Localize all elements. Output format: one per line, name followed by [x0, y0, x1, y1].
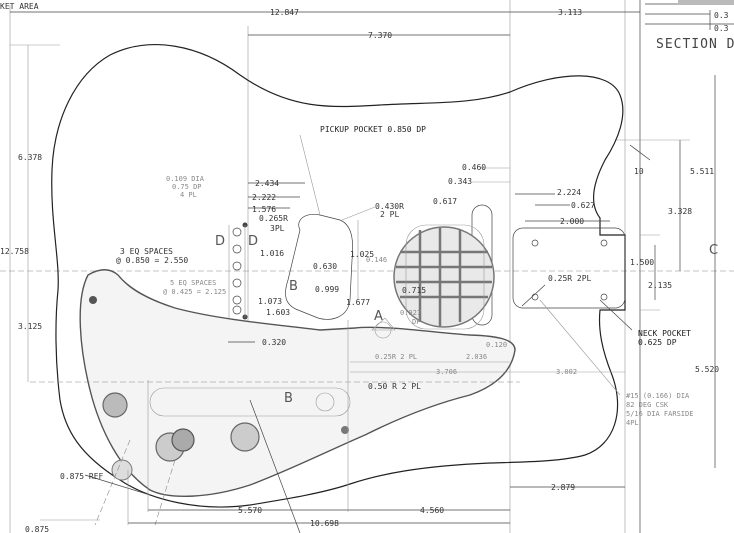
screw-note-3: 5/16 DIA FARSIDE — [626, 410, 693, 418]
dim-2036: 2.036 — [466, 353, 487, 361]
eq5-note-2: @ 0.425 = 2.125 — [163, 288, 226, 296]
bottom-dimensions: 0.875 REF 0.875 5.570 4.560 10.698 2.879 — [25, 320, 625, 533]
eq3-note-1: 3 EQ SPACES — [120, 247, 173, 256]
neck-pocket-label-1: NECK POCKET — [638, 329, 691, 338]
letter-c: C — [709, 243, 718, 258]
dim-0715: 0.715 — [402, 286, 426, 295]
dim-050r-2pl: 0.50 R 2 PL — [368, 382, 421, 391]
holes-note-1: 0.109 DIA — [166, 175, 205, 183]
eq5-note-1: 5 EQ SPACES — [170, 279, 216, 287]
holes-note-2: 0.75 DP — [172, 183, 202, 191]
control-knobs — [89, 296, 349, 526]
dim-5570: 5.570 — [238, 506, 262, 515]
dim-2222: 2.222 — [252, 193, 276, 202]
dim-0320: 0.320 — [262, 338, 286, 347]
dim-dp: DP — [412, 318, 420, 326]
dim-1603: 1.603 — [266, 308, 290, 317]
letter-b-2: B — [284, 391, 293, 406]
dim-0265r: 0.265R — [259, 214, 288, 223]
pickup-pocket-label: PICKUP POCKET 0.850 DP — [320, 125, 426, 134]
dim-1025: 1.025 — [350, 250, 374, 259]
pickup-grid: 0.715 0.927 DP — [393, 224, 495, 330]
dim-0630: 0.630 — [313, 262, 337, 271]
dim-0430r: 0.430R — [375, 202, 404, 211]
dim-2135: 2.135 — [648, 281, 672, 290]
dim-0120: 0.120 — [486, 341, 507, 349]
body-outline — [51, 44, 626, 508]
neck-pocket: 1.500 2.135 2.000 2.224 0.627 0.25R 2PL … — [512, 188, 693, 427]
section-label: SECTION D — [656, 37, 734, 52]
dim-12847: 12.847 — [270, 8, 299, 17]
left-dimensions: 6.378 12.758 3.125 — [0, 44, 60, 382]
section-dim-1: 0.3 — [714, 11, 729, 20]
eq3-note-2: @ 0.850 = 2.550 — [116, 256, 188, 265]
dim-2434: 2.434 — [255, 179, 279, 188]
screw-note-2: 82 DEG CSK — [626, 401, 669, 409]
lower-dimensions: A 0.25R 2 PL 2.036 3.706 3.002 0.50 R 2 … — [30, 309, 625, 417]
dim-6378: 6.378 — [18, 153, 42, 162]
dim-2879: 2.879 — [551, 483, 575, 492]
dim-3pl: 3PL — [270, 224, 285, 233]
dim-0875: 0.875 — [25, 525, 49, 533]
letter-d-1: D — [215, 234, 225, 249]
dim-2pl: 2 PL — [380, 210, 399, 219]
letter-d-2: D — [248, 234, 258, 249]
holes-note-3: 4 PL — [180, 191, 197, 199]
top-dimensions: 12.847 3.113 7.370 — [10, 8, 640, 40]
dim-3113: 3.113 — [558, 8, 582, 17]
dim-0627: 0.627 — [571, 201, 595, 210]
dim-5520: 5.520 — [695, 365, 719, 374]
letter-b-1: B — [289, 279, 298, 294]
screw-note-1: #15 (0.166) DIA — [626, 392, 690, 400]
bridge-holes: D D 0.109 DIA 0.75 DP 4 PL 3 EQ SPACES @… — [116, 175, 290, 347]
section-dim-2: 0.3 — [714, 24, 729, 33]
dim-0875-ref: 0.875 REF — [60, 472, 104, 481]
dim-1016: 1.016 — [260, 249, 284, 258]
dim-1576: 1.576 — [252, 205, 276, 214]
dim-025r-2pl: 0.25R 2 PL — [375, 353, 417, 361]
dim-0617: 0.617 — [433, 197, 457, 206]
dim-4560: 4.560 — [420, 506, 444, 515]
dim-1500: 1.500 — [630, 258, 654, 267]
dim-7370: 7.370 — [368, 31, 392, 40]
dim-3328: 3.328 — [668, 207, 692, 216]
neck-pocket-label-2: 0.625 DP — [638, 338, 677, 347]
dim-025r-2pl-b: 0.25R 2PL — [548, 274, 592, 283]
bridge-pickup-pocket: PICKUP POCKET 0.850 DP 0.265R 3PL 0.430R… — [248, 125, 426, 320]
screw-note-4: 4PL — [626, 419, 639, 427]
dim-2224: 2.224 — [557, 188, 581, 197]
title-fragment: KET AREA — [0, 2, 39, 11]
dim-10-deg: 10 — [634, 167, 644, 176]
dim-10698: 10.698 — [310, 519, 339, 528]
dim-0999: 0.999 — [315, 285, 339, 294]
dim-3002: 3.002 — [556, 368, 577, 376]
dim-0146: 0.146 — [366, 256, 387, 264]
dim-2000: 2.000 — [560, 217, 584, 226]
dim-5511: 5.511 — [690, 167, 714, 176]
letter-a: A — [374, 309, 383, 324]
dim-0460: 0.460 — [462, 163, 486, 172]
dim-3706: 3.706 — [436, 368, 457, 376]
dim-1677: 1.677 — [346, 298, 370, 307]
right-dimensions: 5.511 5.520 3.328 C 10 — [615, 75, 719, 468]
dim-3125: 3.125 — [18, 322, 42, 331]
dim-0927: 0.927 — [400, 309, 421, 317]
section-detail: 0.3 0.3 SECTION D — [645, 0, 734, 52]
dim-0343: 0.343 — [448, 177, 472, 186]
dim-12758: 12.758 — [0, 247, 29, 256]
dim-1073: 1.073 — [258, 297, 282, 306]
